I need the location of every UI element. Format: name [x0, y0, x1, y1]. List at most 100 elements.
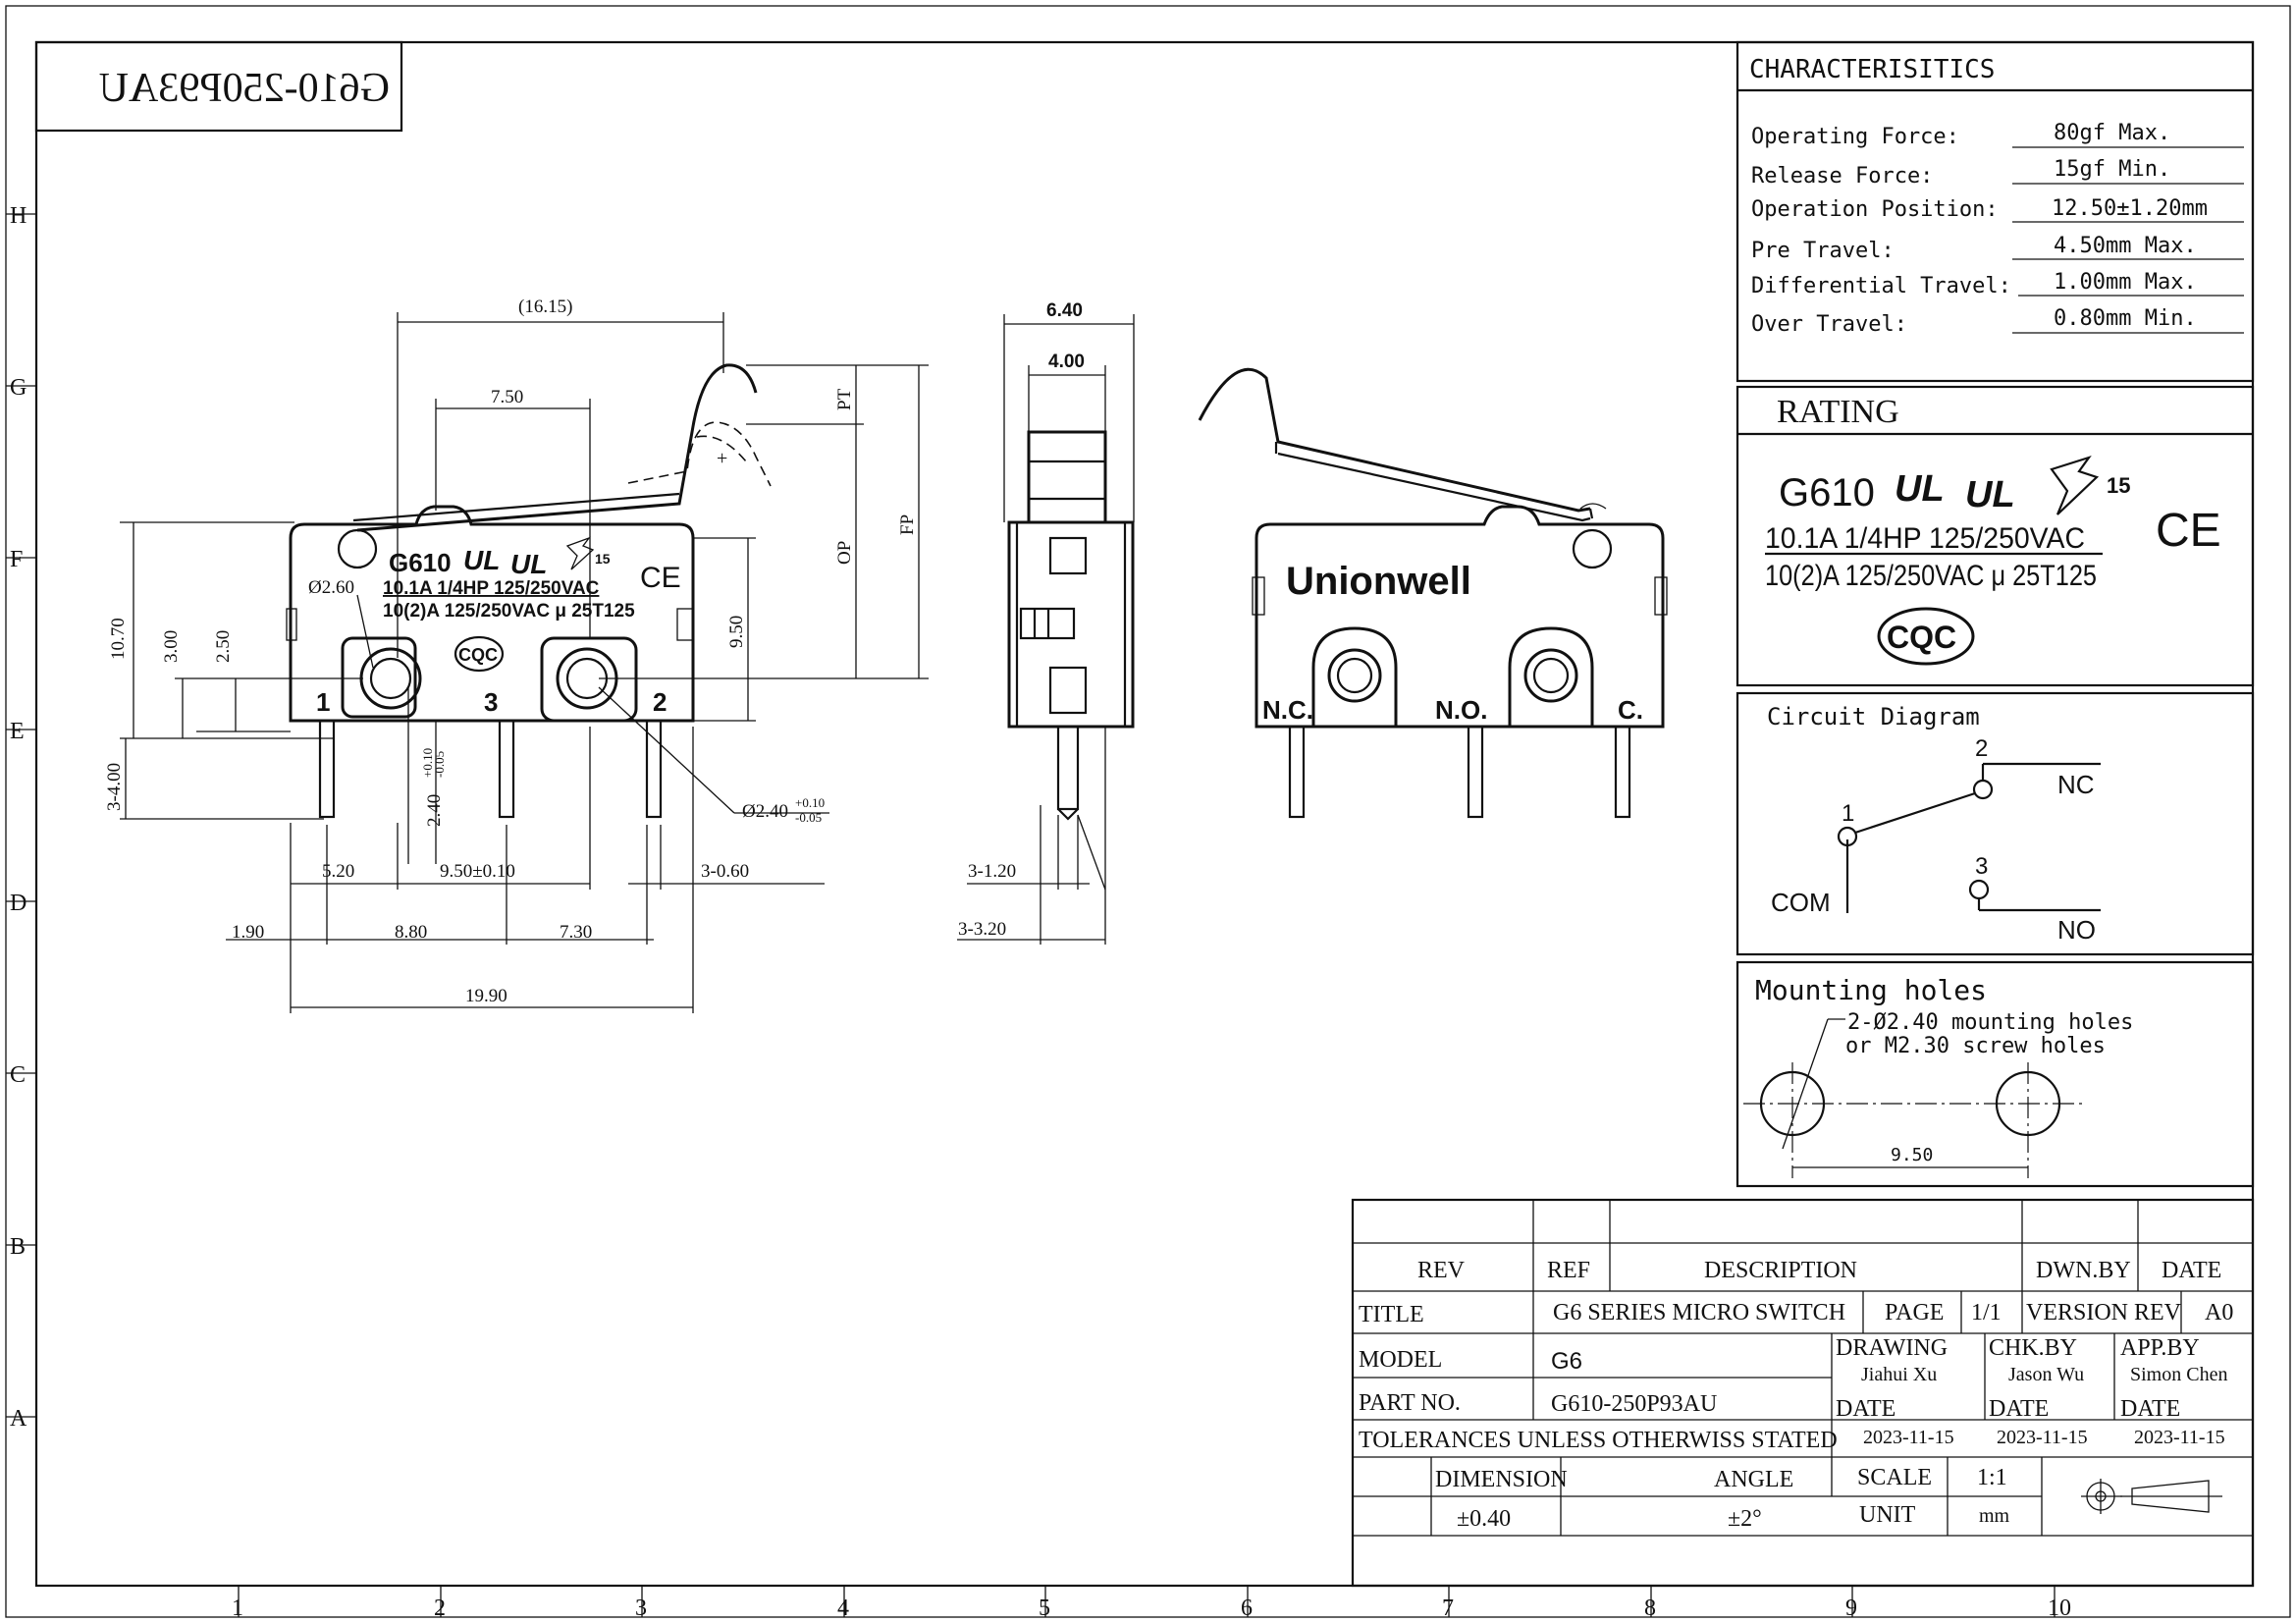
tb-part-value: G610-250P93AU [1551, 1391, 1717, 1417]
tb-dimension-label: DIMENSION [1435, 1467, 1568, 1492]
tb-part-label: PART NO. [1359, 1390, 1461, 1416]
dim-3-0-60: 3-0.60 [701, 861, 749, 882]
dim-8-80: 8.80 [395, 922, 427, 943]
rating-title: RATING [1777, 394, 1899, 430]
front-cul-mark: UL [510, 549, 547, 579]
svg-text:+: + [717, 448, 727, 469]
tb-date-label-3: DATE [2120, 1396, 2180, 1422]
front-dimension-labels: (16.15) 7.50 10.70 3.00 2.50 3-4.00 9.50… [104, 297, 918, 1006]
rating-ul-mark: UL [1895, 468, 1945, 510]
col-label-3: 3 [635, 1596, 647, 1621]
tb-scale-value: 1:1 [1977, 1465, 2007, 1490]
dim-fp: FP [897, 514, 918, 535]
front-view: + G610 UL UL 15 CE 10.1A 1/4HP 125/250VA… [104, 297, 929, 1013]
dim-2-50: 2.50 [213, 630, 234, 663]
rear-no: N.O. [1435, 695, 1487, 725]
char-value-2: 12.50±1.20mm [2052, 196, 2208, 221]
front-tuv-number: 15 [595, 551, 611, 567]
dim-3-00: 3.00 [161, 630, 182, 663]
stamp-text: G610-250P93AU [99, 66, 390, 111]
tb-date-label: DATE [2162, 1258, 2221, 1283]
dim-7-50: 7.50 [491, 387, 523, 407]
front-model: G610 [389, 548, 452, 577]
circuit-panel: Circuit Diagram 1 2 3 NC NO COM [1735, 691, 2255, 956]
front-cqc-icon [454, 635, 505, 673]
char-label-1: Release Force: [1751, 164, 1933, 189]
tb-date-label-1: DATE [1836, 1396, 1896, 1422]
front-rating-line1: 10.1A 1/4HP 125/250VAC [383, 578, 600, 599]
dim-19-90: 19.90 [465, 986, 507, 1006]
rear-c: C. [1618, 695, 1643, 725]
side-dim-3-1-20: 3-1.20 [968, 861, 1016, 882]
tb-title-value: G6 SERIES MICRO SWITCH [1553, 1300, 1845, 1325]
col-label-8: 8 [1644, 1596, 1656, 1621]
tb-model-value: G6 [1551, 1348, 1582, 1375]
front-cqc-text: CQC [458, 645, 498, 665]
tb-model-label: MODEL [1359, 1347, 1442, 1373]
dim-op: OP [834, 541, 855, 565]
char-label-5: Over Travel: [1751, 312, 1907, 337]
tb-unit-label: UNIT [1859, 1502, 1916, 1528]
tb-page-value: 1/1 [1971, 1300, 2002, 1325]
tb-page-label: PAGE [1885, 1300, 1944, 1325]
tb-scale-label: SCALE [1857, 1465, 1932, 1490]
char-value-1: 15gf Min. [2054, 157, 2170, 182]
dim-16-15: (16.15) [518, 297, 572, 317]
title-block: REV REF DESCRIPTION DWN.BY DATE TITLE G6… [1351, 1198, 2255, 1588]
mounting-panel: Mounting holes 2-Ø2.40 mounting holes or… [1735, 960, 2255, 1188]
circuit-node-3: 3 [1975, 853, 1988, 880]
projection-symbol-icon [2081, 1479, 2222, 1514]
sheet-frame: H G F E D C B A 1 2 3 4 5 6 7 8 9 10 [5, 5, 2291, 1621]
row-label-a: A [10, 1406, 27, 1432]
mirrored-part-stamp: G610-250P93AU [34, 40, 403, 133]
tb-chk-by: Jason Wu [2008, 1364, 2084, 1385]
char-label-2: Operation Position: [1751, 197, 1999, 222]
tb-unit-value: mm [1979, 1505, 2010, 1527]
dim-hole-tol-dn: -0.05 [795, 810, 822, 825]
col-label-1: 1 [232, 1596, 243, 1621]
front-ce-mark: CE [640, 562, 681, 594]
dim-hole-dia: Ø2.60 [308, 577, 354, 598]
rating-cqc-icon [1877, 607, 1975, 666]
circuit-com: COM [1771, 888, 1831, 917]
dim-pt: PT [834, 388, 855, 410]
col-label-5: 5 [1039, 1596, 1050, 1621]
char-label-0: Operating Force: [1751, 125, 1959, 149]
tb-rev-label: REV [1417, 1258, 1466, 1283]
circuit-title: Circuit Diagram [1767, 703, 1980, 730]
dim-hole-tol-up: +0.10 [795, 795, 825, 810]
tb-angle-label: ANGLE [1714, 1467, 1793, 1492]
dim-5-20: 5.20 [322, 861, 354, 882]
dim-3-4-00: 3-4.00 [104, 763, 125, 811]
side-dim-3-3-20: 3-3.20 [958, 919, 1006, 940]
side-dim-4-00: 4.00 [1048, 352, 1085, 372]
dim-pin-tol-dn: -0.05 [432, 751, 447, 778]
char-value-5: 0.80mm Min. [2054, 306, 2197, 331]
row-label-g: G [10, 375, 27, 401]
characteristics-title: CHARACTERISITICS [1749, 55, 1995, 84]
row-label-c: C [10, 1062, 26, 1088]
char-value-0: 80gf Max. [2054, 121, 2170, 145]
dim-hole-dia2: Ø2.40 [742, 801, 788, 822]
dim-9-50-right: 9.50 [726, 616, 747, 648]
tb-tolerances: TOLERANCES UNLESS OTHERWISS STATED [1359, 1428, 1838, 1453]
tb-dwnby-label: DWN.BY [2036, 1258, 2131, 1283]
rating-line2: 10(2)A 125/250VAC μ 25T125 [1765, 560, 2097, 592]
tb-ref-label: REF [1547, 1258, 1590, 1283]
circuit-node-1: 1 [1842, 800, 1854, 827]
dim-9-50-pins: 9.50±0.10 [440, 861, 515, 882]
row-label-e: E [10, 719, 25, 744]
tb-date-3: 2023-11-15 [2134, 1427, 2225, 1448]
col-label-7: 7 [1442, 1596, 1454, 1621]
circuit-nc: NC [2057, 770, 2095, 799]
front-rating-line2: 10(2)A 125/250VAC μ 25T125 [383, 601, 635, 622]
rating-cul-mark: UL [1965, 474, 2015, 515]
row-label-d: D [10, 891, 27, 916]
mounting-note1: 2-Ø2.40 mounting holes [1847, 1010, 2133, 1035]
rear-nc: N.C. [1262, 695, 1313, 725]
tb-date-1: 2023-11-15 [1863, 1427, 1954, 1448]
row-label-f: F [10, 547, 23, 572]
rear-brand: Unionwell [1286, 560, 1471, 603]
dim-pin-tol-up: +0.10 [420, 748, 435, 778]
